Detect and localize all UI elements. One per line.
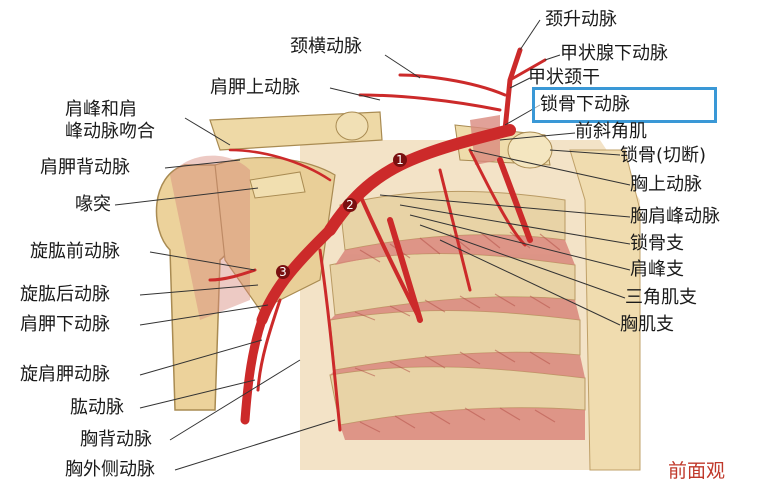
label-deltoid-branch: 三角肌支 (625, 287, 697, 308)
clavicle-cut-end (335, 111, 369, 141)
label-circumflex-scapular-artery: 旋肩胛动脉 (20, 364, 110, 385)
label-coracoid: 喙突 (75, 194, 111, 215)
pectoral-branch (438, 168, 472, 292)
label-pectoral-branch: 胸肌支 (620, 314, 674, 335)
label-clavicular-branch: 锁骨支 (630, 233, 684, 254)
label-ascending-cervical-artery: 颈升动脉 (545, 9, 617, 30)
label-thoracodorsal-artery: 胸背动脉 (80, 429, 152, 450)
humeral-circumflex (208, 268, 257, 282)
label-acromial-anastomosis-1: 肩峰和肩 (65, 99, 137, 120)
label-thoracoacromial-artery: 胸肩峰动脉 (630, 206, 720, 227)
leader-lines (114, 19, 631, 471)
label-subscapular-artery: 肩胛下动脉 (20, 314, 110, 335)
label-thyrocervical-trunk: 甲状颈干 (528, 67, 600, 88)
superior-thoracic (468, 148, 527, 247)
label-lateral-thoracic-artery: 胸外侧动脉 (65, 459, 155, 480)
arrow-1 (387, 217, 423, 323)
suprascapular (358, 93, 502, 112)
label-transverse-cervical-artery: 颈横动脉 (290, 36, 362, 57)
label-clavicle-cut: 锁骨(切断) (620, 145, 707, 166)
muscle-striations (354, 231, 561, 433)
lateral-thoracic (318, 248, 342, 432)
label-suprascapular-artery: 肩胛上动脉 (210, 77, 300, 98)
transverse-cervical (398, 73, 507, 97)
label-subclavian-artery: 锁骨下动脉 (540, 94, 630, 115)
marker-3: 3 (279, 265, 287, 279)
label-anterior-circumflex-humeral: 旋肱前动脉 (30, 241, 120, 262)
label-anterior-scalene: 前斜角肌 (575, 121, 647, 142)
marker-1: 1 (396, 153, 404, 167)
label-superior-thoracic-artery: 胸上动脉 (630, 174, 702, 195)
sternum (569, 149, 641, 471)
view-caption: 前面观 (668, 460, 726, 482)
label-inferior-thyroid-artery: 甲状腺下动脉 (560, 43, 668, 64)
label-acromial-branch: 肩峰支 (630, 259, 684, 280)
coracoid (249, 171, 306, 199)
inferior-thyroid (508, 58, 547, 82)
brachial-artery (240, 315, 267, 425)
marker-2: 2 (346, 198, 354, 212)
label-acromial-anastomosis-2: 峰动脉吻合 (65, 121, 155, 142)
acromial-anastomosis (228, 148, 332, 182)
subscapular (256, 298, 282, 392)
intercostal-muscles (330, 234, 585, 440)
highlight-box (532, 87, 717, 123)
label-posterior-circumflex-humeral: 旋肱后动脉 (20, 284, 110, 305)
label-dorsal-scapular-artery: 肩胛背动脉 (40, 157, 130, 178)
label-brachial-artery: 肱动脉 (70, 397, 124, 418)
